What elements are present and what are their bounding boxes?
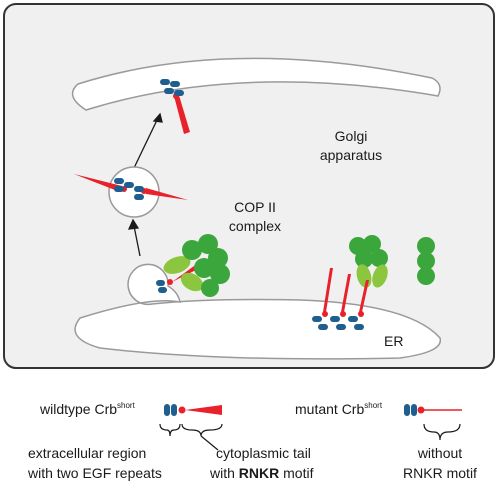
tail-leader-line (200, 435, 219, 451)
copii-complex-bud (163, 234, 230, 297)
wildtype-protein-icon (164, 404, 222, 416)
copii-complex-free (349, 235, 435, 288)
transport-arrows (127, 112, 163, 257)
er-label: ER (384, 333, 403, 349)
endoplasmic-reticulum (74, 263, 441, 360)
wildtype-crb-label: wildtype Crbshort (39, 401, 136, 417)
tail-label-line2: with RNKR motif (209, 465, 314, 481)
mutant-protein-icon (404, 404, 462, 416)
mutant-note-line1: without (417, 445, 462, 461)
tail-brace (181, 423, 223, 437)
golgi-apparatus (71, 57, 441, 111)
er-proteins (312, 268, 369, 330)
golgi-protein (160, 79, 190, 134)
mutant-brace (423, 423, 461, 441)
tail-label-line1: cytoplasmic tail (216, 445, 311, 461)
golgi-label-line1: Golgi (335, 128, 368, 144)
extracellular-label-line1: extracellular region (28, 445, 146, 461)
mutant-note-line2: RNKR motif (403, 465, 477, 481)
copii-label-line1: COP II (234, 199, 276, 215)
copii-label-line2: complex (229, 218, 281, 234)
extracellular-brace (159, 423, 181, 437)
mutant-crb-label: mutant Crbshort (295, 401, 383, 417)
golgi-red-tail (174, 92, 190, 134)
golgi-label-line2: apparatus (320, 147, 382, 163)
copii-vesicle (74, 166, 188, 218)
extracellular-label-line2: with two EGF repeats (27, 465, 162, 481)
